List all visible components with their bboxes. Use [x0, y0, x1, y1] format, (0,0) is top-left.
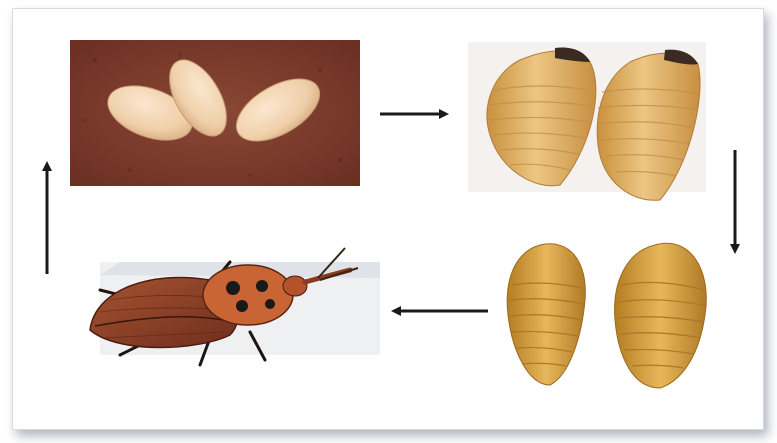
eggs-photo-icon — [70, 40, 360, 186]
weevil-photo-icon — [90, 248, 380, 365]
pupae-photo-icon — [507, 243, 706, 388]
larvae-photo-icon — [468, 42, 706, 200]
